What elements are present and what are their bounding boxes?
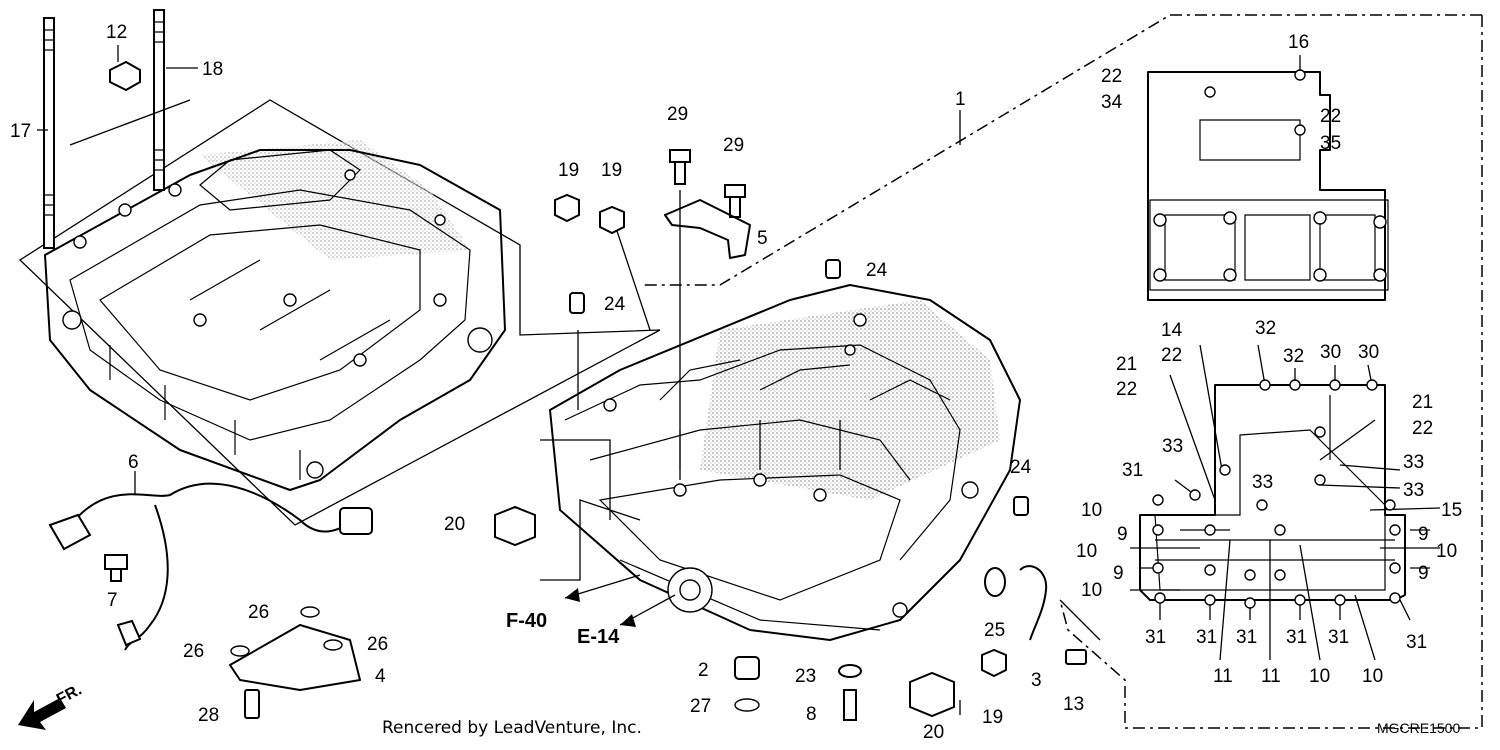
callout-26a: 26 — [248, 602, 269, 623]
callout-33d: 33 — [1403, 480, 1424, 501]
lower-small-parts — [734, 565, 1101, 721]
callout-10c: 10 — [1081, 580, 1102, 601]
callout-34: 34 — [1101, 92, 1123, 113]
callout-29b: 29 — [723, 135, 744, 156]
callout-10b: 10 — [1076, 541, 1097, 562]
callout-1: 1 — [955, 89, 966, 110]
sensor-harness — [48, 471, 373, 719]
callout-24a: 24 — [604, 294, 626, 315]
callout-6: 6 — [128, 452, 139, 473]
callout-15: 15 — [1441, 500, 1462, 521]
callout-19a: 19 — [558, 160, 579, 181]
callout-2: 2 — [698, 660, 709, 681]
callout-26c: 26 — [367, 634, 388, 655]
callout-24b: 24 — [866, 260, 888, 281]
callout-10a: 10 — [1081, 500, 1102, 521]
callout-31c: 31 — [1196, 627, 1217, 648]
callout-17: 17 — [10, 121, 31, 142]
callout-18: 18 — [202, 59, 223, 80]
lower-right-case-view — [1130, 344, 1441, 661]
callout-22b: 22 — [1320, 106, 1341, 127]
callout-25: 25 — [984, 620, 1005, 641]
callout-10f: 10 — [1362, 666, 1383, 687]
stud-bolts — [37, 9, 198, 249]
callout-31a: 31 — [1122, 460, 1143, 481]
callout-30b: 30 — [1358, 342, 1379, 363]
callout-32b: 32 — [1283, 346, 1304, 367]
lower-crankcase — [540, 190, 1021, 641]
callout-3: 3 — [1031, 670, 1042, 691]
callout-10e: 10 — [1309, 666, 1330, 687]
callout-21a: 21 — [1116, 354, 1137, 375]
callout-9b: 9 — [1113, 563, 1124, 584]
callout-21b: 21 — [1412, 392, 1433, 413]
callout-14: 14 — [1161, 320, 1183, 341]
callout-13: 13 — [1063, 694, 1084, 715]
callout-33a: 33 — [1162, 436, 1183, 457]
upper-right-case-view — [1147, 55, 1389, 301]
callout-32a: 32 — [1255, 318, 1276, 339]
callout-10d: 10 — [1436, 541, 1457, 562]
callout-27: 27 — [690, 696, 711, 717]
callout-22d: 22 — [1116, 379, 1137, 400]
callout-11a: 11 — [1213, 666, 1233, 687]
callout-31f: 31 — [1328, 627, 1349, 648]
callout-26b: 26 — [183, 641, 204, 662]
callout-19c: 19 — [982, 707, 1003, 728]
callout-11b: 11 — [1261, 666, 1281, 687]
callout-16: 16 — [1288, 32, 1309, 53]
callout-9a: 9 — [1117, 524, 1128, 545]
callout-20a: 20 — [444, 514, 465, 535]
callout-31d: 31 — [1236, 627, 1257, 648]
callout-9c: 9 — [1418, 524, 1429, 545]
upper-crankcase — [18, 99, 661, 526]
front-arrow-icon — [18, 698, 66, 730]
callout-9d: 9 — [1418, 563, 1429, 584]
callout-5: 5 — [757, 228, 768, 249]
callout-30a: 30 — [1320, 342, 1341, 363]
callout-12: 12 — [106, 22, 127, 43]
callout-35: 35 — [1320, 133, 1341, 154]
callout-31b: 31 — [1145, 627, 1166, 648]
small-fasteners — [494, 149, 1029, 547]
callout-7: 7 — [107, 590, 118, 611]
callout-28: 28 — [198, 705, 219, 726]
callout-22e: 22 — [1412, 418, 1433, 439]
callout-4: 4 — [375, 666, 386, 687]
reference-arrows — [564, 574, 676, 627]
callout-numbers: 1 2 3 4 5 6 7 8 9 9 9 9 10 10 10 10 10 1… — [10, 22, 1462, 743]
callout-8: 8 — [806, 704, 817, 725]
callout-24c: 24 — [1010, 457, 1032, 478]
callout-23: 23 — [795, 666, 816, 687]
callout-22c: 22 — [1161, 345, 1182, 366]
callout-33b: 33 — [1252, 472, 1273, 493]
callout-29a: 29 — [667, 104, 688, 125]
callout-31e: 31 — [1286, 627, 1307, 648]
reference-e14: E-14 — [577, 626, 620, 648]
callout-22a: 22 — [1101, 66, 1122, 87]
callout-33c: 33 — [1403, 452, 1424, 473]
callout-20b: 20 — [923, 722, 944, 743]
callout-19b: 19 — [601, 160, 622, 181]
callout-31g: 31 — [1406, 632, 1427, 653]
diagram-code: MGCRE1500 — [1377, 720, 1460, 736]
render-credit: Rencered by LeadVenture, Inc. — [382, 718, 642, 738]
reference-f40: F-40 — [506, 610, 547, 632]
